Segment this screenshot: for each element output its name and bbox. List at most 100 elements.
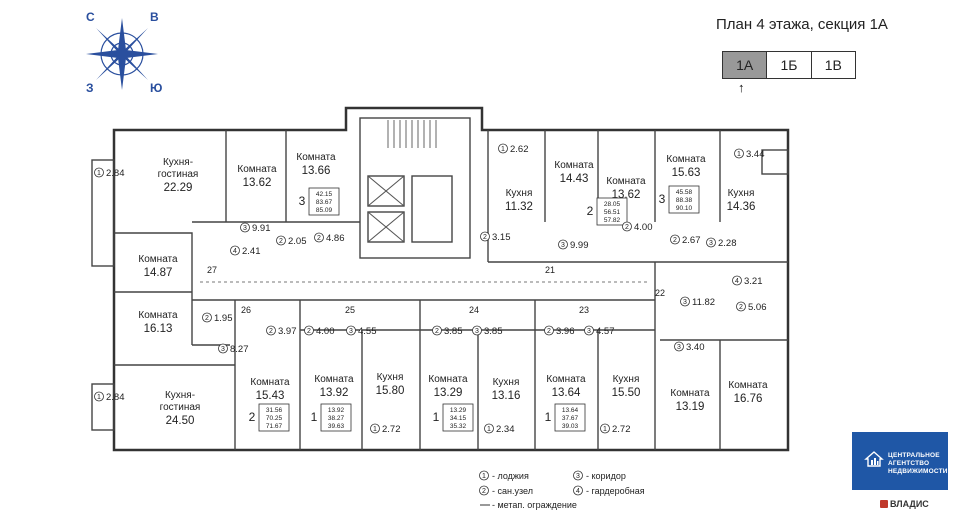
- tag-number: 3: [349, 328, 353, 335]
- interior-wall: [114, 130, 655, 346]
- tag-area: 3.40: [686, 342, 705, 353]
- apartment-a2-full: 71.67: [266, 423, 283, 430]
- apartment-a4-rooms: 1: [433, 410, 440, 424]
- tag-circle: [674, 341, 684, 352]
- room-r2-area: 13.66: [302, 165, 331, 177]
- tag-area: 9.99: [570, 240, 589, 251]
- tag-area: 9.91: [252, 223, 271, 234]
- tag-circle: [472, 325, 482, 336]
- tag-number: 2: [739, 304, 743, 311]
- tag-circle: [276, 235, 286, 246]
- tag-area: 2.05: [288, 236, 307, 247]
- tag-circle: [680, 296, 690, 307]
- tag-number: 2: [307, 328, 311, 335]
- tag-number: 3: [709, 240, 713, 247]
- tag-area: 2.84: [106, 392, 125, 403]
- tag-circle: [706, 237, 716, 248]
- room-k2-name: Кухня: [493, 377, 520, 388]
- tag-number: 1: [603, 426, 607, 433]
- room-r2-name: Комната: [296, 152, 336, 163]
- tag-area: 11.82: [692, 297, 715, 308]
- tag-area: 2.72: [382, 424, 401, 435]
- elevator-2: [367, 211, 405, 243]
- room-r13-area: 15.63: [672, 167, 701, 179]
- vladis-logo: ВЛАДИС: [880, 499, 929, 509]
- room-k1-area: 15.80: [376, 385, 405, 397]
- apartment-a6-total: 56.51: [604, 209, 621, 216]
- room-k2-area: 13.16: [492, 390, 521, 402]
- tag-area: 3.85: [444, 326, 463, 337]
- vladis-label: ВЛАДИС: [890, 499, 929, 509]
- apartment-number: 21: [545, 265, 555, 275]
- room-kg1-name: Кухня-: [163, 157, 193, 168]
- loggia-left-bottom: [91, 383, 115, 431]
- legend-label: - гардеробная: [586, 486, 645, 496]
- tag-circle: [544, 325, 554, 336]
- tag-number: 3: [587, 328, 591, 335]
- tag-number: 2: [205, 315, 209, 322]
- legend-label: - лоджия: [492, 471, 529, 481]
- tag-number: 1: [737, 151, 741, 158]
- tag-number: 2: [673, 237, 677, 244]
- tag-area: 4.00: [316, 326, 335, 337]
- building-outline: [112, 106, 790, 452]
- legend-label: - метап. ограждение: [492, 500, 577, 510]
- tab-section-1v[interactable]: 1В: [810, 52, 855, 78]
- room-kg1-name: гостиная: [158, 169, 199, 180]
- tag-number: 1: [373, 426, 377, 433]
- tag-circle: [432, 325, 442, 336]
- room-k3-name: Кухня: [613, 374, 640, 385]
- room-r9-area: 13.19: [676, 401, 705, 413]
- room-r8-name: Комната: [546, 374, 586, 385]
- compass-east-label: В: [150, 10, 159, 24]
- agency-name: ЦЕНТРАЛЬНОЕ АГЕНТСТВО НЕДВИЖИМОСТИ: [888, 452, 948, 476]
- room-r10-area: 16.76: [734, 393, 763, 405]
- apartment-a3-total: 38.27: [328, 415, 345, 422]
- apartment-a1-total: 83.67: [316, 199, 333, 206]
- tag-number: 4: [233, 248, 237, 255]
- tag-circle: [558, 239, 568, 250]
- tag-circle: [732, 275, 742, 286]
- apartment-a4-box: [442, 403, 474, 432]
- tag-area: 4.00: [634, 222, 653, 233]
- apartment-a1-full: 85.09: [316, 207, 333, 214]
- tag-area: 4.57: [596, 326, 615, 337]
- tag-area: 2.72: [612, 424, 631, 435]
- apartment-a6-living: 28.05: [604, 201, 621, 208]
- legend-label: - сан.узел: [492, 486, 533, 496]
- loggia-left-top: [91, 159, 115, 267]
- elevator-1-x: [367, 175, 405, 207]
- page-title: План 4 этажа, секция 1А: [716, 16, 888, 33]
- apartment-a7-total: 88.38: [676, 197, 693, 204]
- apartment-a3-box: [320, 403, 352, 432]
- compass-north-label: С: [86, 10, 95, 24]
- apartment-a3-full: 39.63: [328, 423, 345, 430]
- room-r6-area: 13.92: [320, 387, 349, 399]
- tag-number: 2: [625, 224, 629, 231]
- tag-area: 2.34: [496, 424, 515, 435]
- agency-name-line-3: НЕДВИЖИМОСТИ: [888, 468, 948, 475]
- legend-circle: [479, 485, 489, 496]
- tag-circle: [240, 222, 250, 233]
- apartment-a5-full: 39.03: [562, 423, 579, 430]
- tag-area: 3.21: [744, 276, 763, 287]
- apartment-a4-total: 34.15: [450, 415, 467, 422]
- apartment-a5-living: 13.64: [562, 407, 579, 414]
- tab-section-1b[interactable]: 1Б: [766, 52, 810, 78]
- tag-area: 2.67: [682, 235, 701, 246]
- room-k5-area: 14.36: [727, 201, 756, 213]
- tag-area: 5.06: [748, 302, 767, 313]
- interior-wall: [487, 130, 788, 450]
- tab-section-1a[interactable]: 1А: [723, 52, 767, 78]
- tag-area: 3.15: [492, 232, 511, 243]
- tag-circle: [480, 231, 490, 242]
- tag-number: 1: [97, 394, 101, 401]
- compass-south-label: Ю: [150, 81, 163, 95]
- tag-area: 2.84: [106, 168, 125, 179]
- tag-number: 3: [677, 344, 681, 351]
- tag-number: 2: [269, 328, 273, 335]
- apartment-number: 23: [579, 305, 589, 315]
- tag-area: 4.86: [326, 233, 345, 244]
- tag-number: 2: [547, 328, 551, 335]
